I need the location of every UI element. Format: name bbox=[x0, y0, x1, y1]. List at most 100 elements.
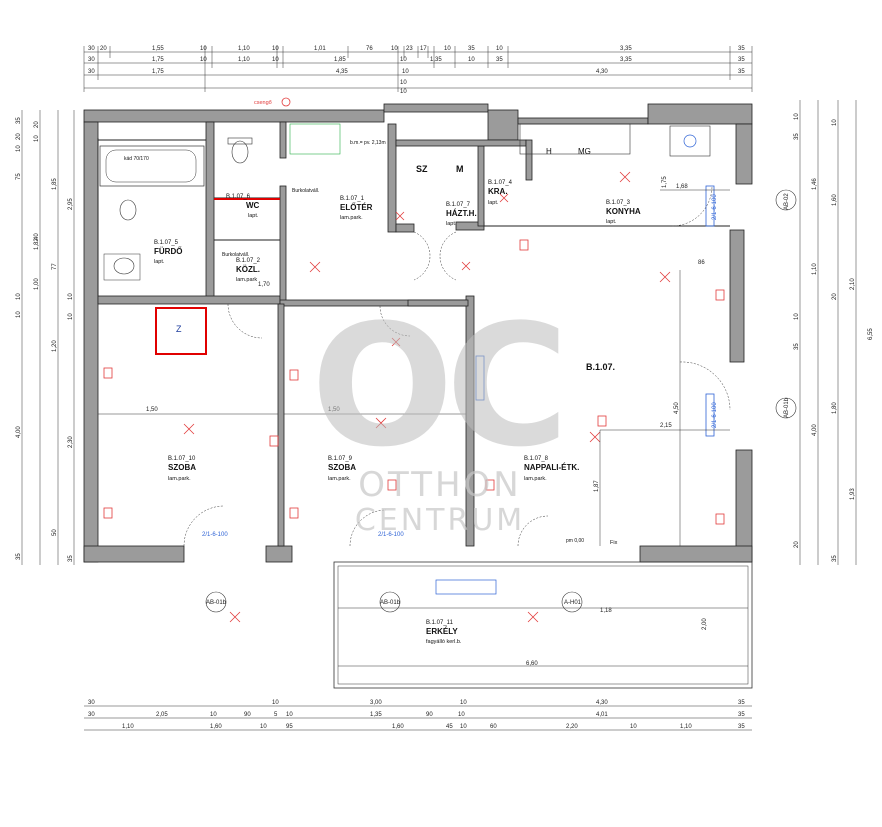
top-dim-14: 10 bbox=[496, 46, 503, 52]
room-code-erkely: B.1.07_11 bbox=[426, 620, 454, 626]
interior-walls bbox=[97, 121, 533, 547]
top-dim-r2-5: 10 bbox=[272, 57, 279, 63]
room-name-konyha: KONYHA bbox=[606, 207, 641, 216]
dim-balcony-118: 1,18 bbox=[600, 608, 612, 614]
room-floor-wc: lapt. bbox=[248, 213, 259, 219]
top-dim-3: 1,55 bbox=[152, 46, 164, 52]
left-in-2: 10 bbox=[34, 135, 40, 142]
top-dim-r2-9: 10 bbox=[468, 57, 475, 63]
bot-dim-r3-12: 35 bbox=[738, 724, 745, 730]
room-code-kamra: B.1.07_4 bbox=[488, 180, 513, 186]
bot-dim-2: 10 bbox=[272, 700, 279, 706]
fixture-sz: SZ bbox=[416, 164, 428, 174]
room-floor-erkely: fagyálló kerl.b. bbox=[426, 639, 462, 645]
right-in-3: 1,60 bbox=[832, 194, 838, 206]
room-code-furdo: B.1.07_5 bbox=[154, 240, 179, 246]
bot-dim-1: 30 bbox=[88, 700, 95, 706]
room-name-eloter: ELŐTÉR bbox=[340, 203, 373, 212]
left-in-9: 2,30 bbox=[68, 436, 74, 448]
apartment-label: B.1.07. bbox=[586, 362, 615, 372]
room-floor-konyha: lapt. bbox=[606, 219, 617, 225]
room-floor-kozl: lam.park bbox=[236, 277, 257, 283]
bot-dim-r2-5: 5 bbox=[274, 712, 278, 718]
left-dim-1: 35 bbox=[16, 117, 22, 124]
right-dim-3: 1,46 bbox=[812, 178, 818, 190]
burkolat-label-2: Burkolatváll. bbox=[222, 252, 249, 258]
dim-konyha-168: 1,68 bbox=[676, 184, 688, 190]
top-dim-r2-1: 30 bbox=[88, 57, 95, 63]
top-dim-6: 10 bbox=[272, 46, 279, 52]
window-mark-1: 2/1-6-100 bbox=[202, 532, 228, 538]
left-in-4: 2,95 bbox=[68, 198, 74, 210]
section-mark-4: AB-02 bbox=[784, 193, 790, 210]
dim-kozl-170: 1,70 bbox=[258, 282, 270, 288]
right-dim-9: 20 bbox=[794, 541, 800, 548]
dim-nappali-215: 2,15 bbox=[660, 423, 672, 429]
top-dim-2: 20 bbox=[100, 46, 107, 52]
bot-dim-r2-11: 35 bbox=[738, 712, 745, 718]
top-dim-10: 23 bbox=[406, 46, 413, 52]
top-dim-r2-12: 35 bbox=[738, 57, 745, 63]
ceiling-height-label: b.m.= pv. 2,13m bbox=[350, 140, 386, 146]
section-mark-1: AB-01b bbox=[206, 600, 227, 606]
room-name-erkely: ERKÉLY bbox=[426, 627, 458, 636]
room-floor-szoba10: lam.park. bbox=[168, 476, 191, 482]
room-code-szoba10: B.1.07_10 bbox=[168, 456, 196, 462]
top-dim-15: 3,35 bbox=[620, 46, 632, 52]
room-labels: B.1.07_1 ELŐTÉR lam.park. B.1.07_6 WC la… bbox=[154, 180, 641, 645]
right-dim-5: 10 bbox=[794, 313, 800, 320]
top-dim-r3-2: 1,75 bbox=[152, 69, 164, 75]
bot-dim-5: 4,30 bbox=[596, 700, 608, 706]
bot-dim-r3-4: 95 bbox=[286, 724, 293, 730]
right-dim-8: 1,93 bbox=[850, 488, 856, 500]
fixture-bathtub: kád 70/170 bbox=[124, 156, 149, 162]
electrical-marks bbox=[103, 97, 725, 623]
right-in-6: 4,00 bbox=[812, 424, 818, 436]
left-dim-5: 1,82 bbox=[34, 238, 40, 250]
top-dim-12: 10 bbox=[444, 46, 451, 52]
left-dim-12: 35 bbox=[16, 553, 22, 560]
fixture-h: H bbox=[546, 147, 552, 156]
room-floor-furdo: lapt. bbox=[154, 259, 165, 265]
interior-lines bbox=[97, 138, 730, 296]
room-name-szoba10: SZOBA bbox=[168, 463, 196, 472]
left-in-10: 35 bbox=[68, 555, 74, 562]
top-dim-8: 76 bbox=[366, 46, 373, 52]
dim-szoba9-width: 1,50 bbox=[328, 407, 340, 413]
fixture-z: Z bbox=[176, 324, 182, 334]
bot-dim-r2-2: 2,05 bbox=[156, 712, 168, 718]
room-name-kozl: KÖZL. bbox=[236, 265, 260, 274]
right-in-4: 20 bbox=[832, 293, 838, 300]
top-dim-r2-11: 3,35 bbox=[620, 57, 632, 63]
top-dim-r2-8: 1,35 bbox=[430, 57, 442, 63]
top-dim-r3-6: 35 bbox=[738, 69, 745, 75]
bot-dim-r2-8: 90 bbox=[426, 712, 433, 718]
bottom-dimension-chains: 30 10 3,00 10 4,30 35 30 2,05 10 90 5 10… bbox=[84, 700, 752, 731]
right-dim-2: 35 bbox=[794, 133, 800, 140]
inner-dimensions: 1,50 1,50 2,15 4,50 1,87 1,68 1,75 6,60 … bbox=[98, 176, 730, 667]
room-floor-kamra: lapt. bbox=[488, 200, 499, 206]
bot-dim-r2-7: 1,35 bbox=[370, 712, 382, 718]
left-in-5: 40 bbox=[34, 233, 40, 240]
fixture-m: M bbox=[456, 164, 464, 174]
bot-dim-4: 10 bbox=[460, 700, 467, 706]
right-dim-1: 10 bbox=[794, 113, 800, 120]
left-in-6: 10 bbox=[68, 293, 74, 300]
dim-balcony-depth: 2,00 bbox=[702, 618, 708, 630]
watermark-logo: OC bbox=[311, 288, 561, 484]
left-dim-2: 20 bbox=[16, 133, 22, 140]
dim-nappali-height: 4,50 bbox=[674, 402, 680, 414]
left-dim-11: 50 bbox=[52, 529, 58, 536]
bot-dim-r3-7: 10 bbox=[460, 724, 467, 730]
left-dimension-chains: 35 20 10 75 1,82 10 1,00 10 1,20 4,00 50… bbox=[16, 110, 75, 565]
top-dim-r3-3: 4,35 bbox=[336, 69, 348, 75]
room-floor-haztartasi: lapt. bbox=[446, 221, 457, 227]
room-code-szoba9: B.1.07_9 bbox=[328, 456, 353, 462]
room-name-wc: WC bbox=[246, 201, 260, 210]
fixture-mg: MG bbox=[578, 147, 591, 156]
burkolat-label-1: Burkolatváll. bbox=[292, 188, 319, 194]
room-floor-szoba9: lam.park. bbox=[328, 476, 351, 482]
top-dim-r2-2: 1,75 bbox=[152, 57, 164, 63]
right-dim-6: 6,55 bbox=[868, 328, 874, 340]
